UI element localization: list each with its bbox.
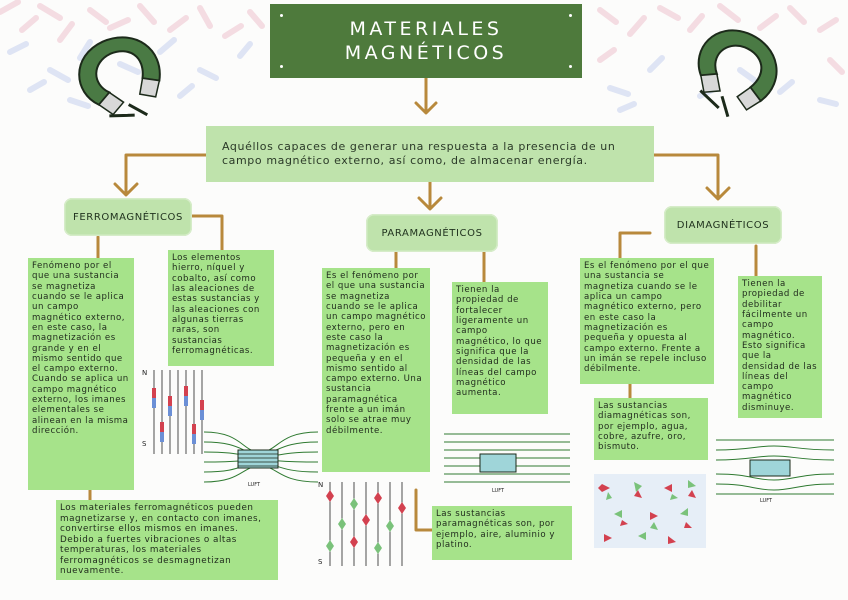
dia-examples: Las sustancias diamagnéticas son, por ej… xyxy=(594,398,708,460)
air-label: LUFT xyxy=(760,498,773,504)
dia-definition: Es el fenómeno por el que una sustancia … xyxy=(580,258,714,384)
air-label: LUFT xyxy=(248,482,261,488)
dia-property: Tienen la propiedad de debilitar fácilme… xyxy=(738,276,822,418)
horseshoe-magnet-icon xyxy=(78,36,161,118)
main-title: MATERIALES MAGNÉTICOS xyxy=(270,4,582,78)
dia-field-lines-figure: LUFT xyxy=(715,439,835,504)
para-domains-figure: N S xyxy=(318,481,406,566)
air-label: LUFT xyxy=(492,488,505,494)
horseshoe-magnet-icon xyxy=(697,29,778,118)
title-line-1: MATERIALES xyxy=(349,17,503,40)
north-label: N xyxy=(142,369,147,377)
definition-box: Aquéllos capaces de generar una respuest… xyxy=(206,126,654,182)
north-label: N xyxy=(318,481,323,489)
para-examples: Las sustancias paramagnéticas son, por e… xyxy=(432,506,572,560)
ferro-domains-figure: N S xyxy=(142,369,204,454)
dia-domains-figure xyxy=(594,474,706,548)
title-line-2: MAGNÉTICOS xyxy=(344,42,508,64)
para-property: Tienen la propiedad de fortalecer ligera… xyxy=(452,282,548,414)
para-field-lines-figure: LUFT xyxy=(444,433,570,494)
heading-ferromagneticos: FERROMAGNÉTICOS xyxy=(64,198,192,236)
ferro-examples: Los elementos hierro, níquel y cobalto, … xyxy=(168,250,274,366)
ferro-field-lines-figure: LUFT xyxy=(203,431,319,488)
ferro-notes: Los materiales ferromagnéticos pueden ma… xyxy=(56,500,278,580)
para-definition: Es el fenómeno por el que una sustancia … xyxy=(322,268,430,472)
south-label: S xyxy=(142,440,147,448)
heading-diamagneticos: DIAMAGNÉTICOS xyxy=(664,206,782,244)
heading-paramagneticos: PARAMAGNÉTICOS xyxy=(366,214,498,252)
south-label: S xyxy=(318,558,323,566)
ferro-definition: Fenómeno por el que una sustancia se mag… xyxy=(28,258,134,490)
